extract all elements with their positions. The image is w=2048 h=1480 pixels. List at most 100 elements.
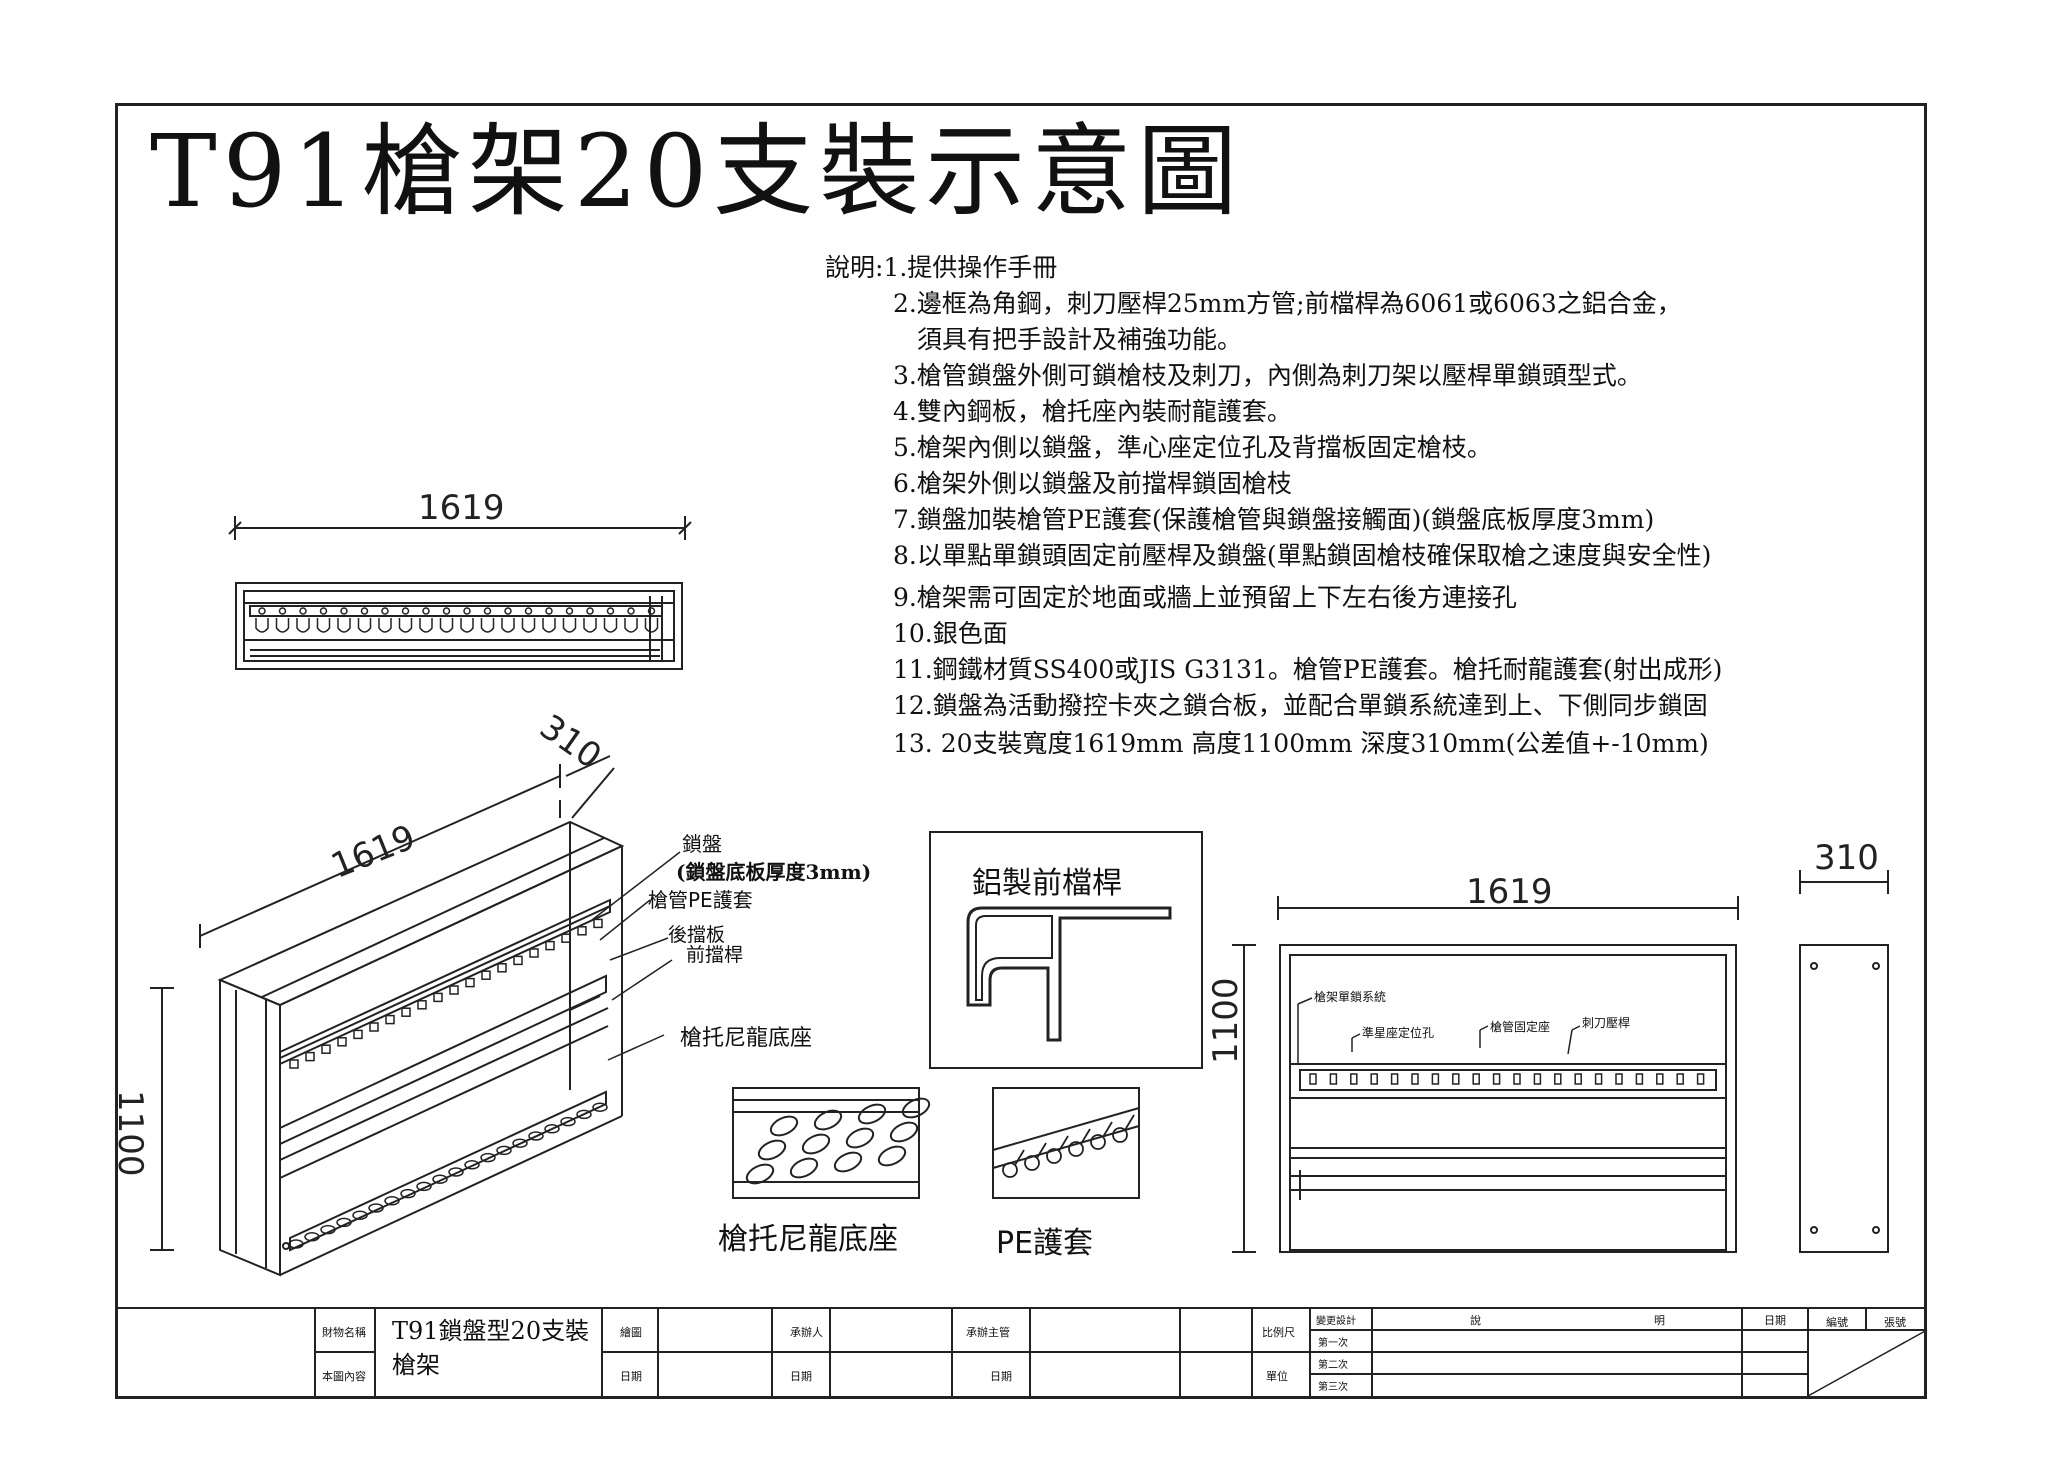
front-hole-marker [1350,1073,1358,1085]
slot-marker [289,1059,299,1069]
stock-pocket-marker [769,1115,799,1137]
pe-loop-marker [1090,1134,1106,1150]
callout-sight-hole: 準星座定位孔 [1362,1026,1435,1040]
slot-marker [385,1014,395,1025]
slot-marker [647,607,656,615]
slot-marker [433,992,443,1003]
side-depth: 310 [1814,838,1879,878]
slot-marker [288,1239,304,1249]
front-hole-marker [1574,1073,1582,1085]
front-hole-marker [1513,1073,1521,1085]
slot-marker [524,607,533,615]
top-view-width: 1619 [418,488,505,528]
stock-pocket-marker [745,1163,775,1185]
slot-marker [627,607,635,615]
pe-loop-marker [1102,1121,1113,1138]
slot-marker [275,618,290,633]
slot-marker [417,1000,427,1010]
pe-loop-marker [1058,1135,1069,1152]
front-view [1279,944,1737,1253]
front-hole-marker [1431,1073,1440,1085]
slot-marker [432,1174,448,1184]
front-hole-marker [1492,1073,1501,1085]
tb-first: 第一次 [1318,1338,1348,1349]
slot-marker [545,940,555,951]
tb-scale-label: 比例尺 [1262,1326,1295,1339]
slot-marker [255,618,269,633]
stock-pocket-marker [813,1109,843,1131]
slot-marker [480,618,495,633]
stock-pocket-marker [857,1103,887,1125]
front-hole-marker [1452,1073,1460,1085]
aluminum-profile-detail [929,831,1203,1069]
notes-heading: 說明:1.提供操作手冊 [825,253,1058,282]
slot-marker [369,1022,379,1032]
slot-marker [337,1037,347,1047]
front-height: 1100 [1206,977,1246,1064]
front-hole-marker [1370,1073,1378,1085]
stock-pocket-marker [789,1157,819,1179]
tb-desc-col2: 明 [1654,1314,1665,1327]
pe-loop-marker [1068,1141,1084,1157]
tb-date-label: 日期 [790,1370,812,1383]
tb-unit-label: 單位 [1266,1370,1288,1383]
pe-loop-marker [1080,1128,1091,1145]
note-line: 2.邊框為角鋼，刺刀壓桿25mm方管;前檔桿為6061或6063之鋁合金， [893,289,1682,318]
front-hole-marker [1615,1073,1623,1085]
tb-desc-col1: 說 [1470,1314,1481,1327]
front-hole-marker [1635,1073,1644,1085]
tb-drawn-label: 繪圖 [620,1326,642,1339]
slot-marker [368,1203,384,1213]
iso-dimensions [150,755,615,1251]
note-line: 7.鎖盤加裝槍管PE護套(保護槍管與鎖盤接觸面)(鎖盤底板厚度3mm) [893,505,1655,534]
callout-barrel-pe-sleeve: 槍管PE護套 [648,888,753,912]
side-view [1799,870,1889,1253]
front-hole-marker [1554,1073,1562,1085]
slot-marker [545,607,553,615]
aluminum-front-bar-label: 鋁製前檔桿 [972,866,1122,901]
slot-marker [501,618,515,633]
front-hole-marker [1696,1073,1705,1085]
slot-marker [258,607,266,615]
note-line: 8.以單點單鎖頭固定前壓桿及鎖盤(單點鎖固槍枝確保取槍之速度與安全性) [893,541,1712,570]
slot-marker [320,1224,336,1235]
tb-sheet-label: 張號 [1884,1316,1906,1329]
stock-pocket-marker [757,1139,787,1161]
title-block-grid [115,1307,1928,1397]
slot-marker [504,607,512,615]
callout-leaders [591,851,681,1061]
note-line: 須具有把手設計及補強功能。 [917,325,1243,354]
slot-marker [465,977,475,988]
slot-marker [319,607,328,615]
slot-marker [496,1145,512,1156]
slot-marker [340,607,348,615]
slot-marker [512,1138,528,1148]
slot-marker [542,618,556,633]
callout-back-plate: 後擋板 [668,924,726,946]
stock-pocket-marker [877,1145,907,1167]
front-hole-marker [1594,1073,1603,1085]
detail-pe-sleeve-label: PE護套 [996,1226,1094,1261]
slot-marker [401,1007,411,1017]
slot-marker [644,618,659,633]
pe-loop-marker [1014,1149,1025,1166]
slot-marker [416,1181,432,1192]
stock-pocket-marker [833,1151,863,1173]
tb-supervisor-label: 承辦主管 [966,1326,1010,1339]
slot-marker [480,1152,496,1163]
slot-marker [592,1102,608,1112]
slot-marker [381,607,389,615]
slot-marker [577,926,587,936]
slot-marker [513,955,523,966]
detail-stock-base-label: 槍托尼龍底座 [718,1222,898,1257]
slot-marker [544,1124,560,1134]
slot-marker [400,1188,416,1199]
pe-loop-marker [1036,1142,1047,1159]
front-view-dimensions [1232,896,1739,1253]
slot-marker [565,607,574,615]
front-hole-marker [1676,1073,1684,1085]
slot-marker [353,1029,363,1040]
slot-marker [401,607,410,615]
slot-marker [483,607,492,615]
slot-marker [560,1116,576,1127]
